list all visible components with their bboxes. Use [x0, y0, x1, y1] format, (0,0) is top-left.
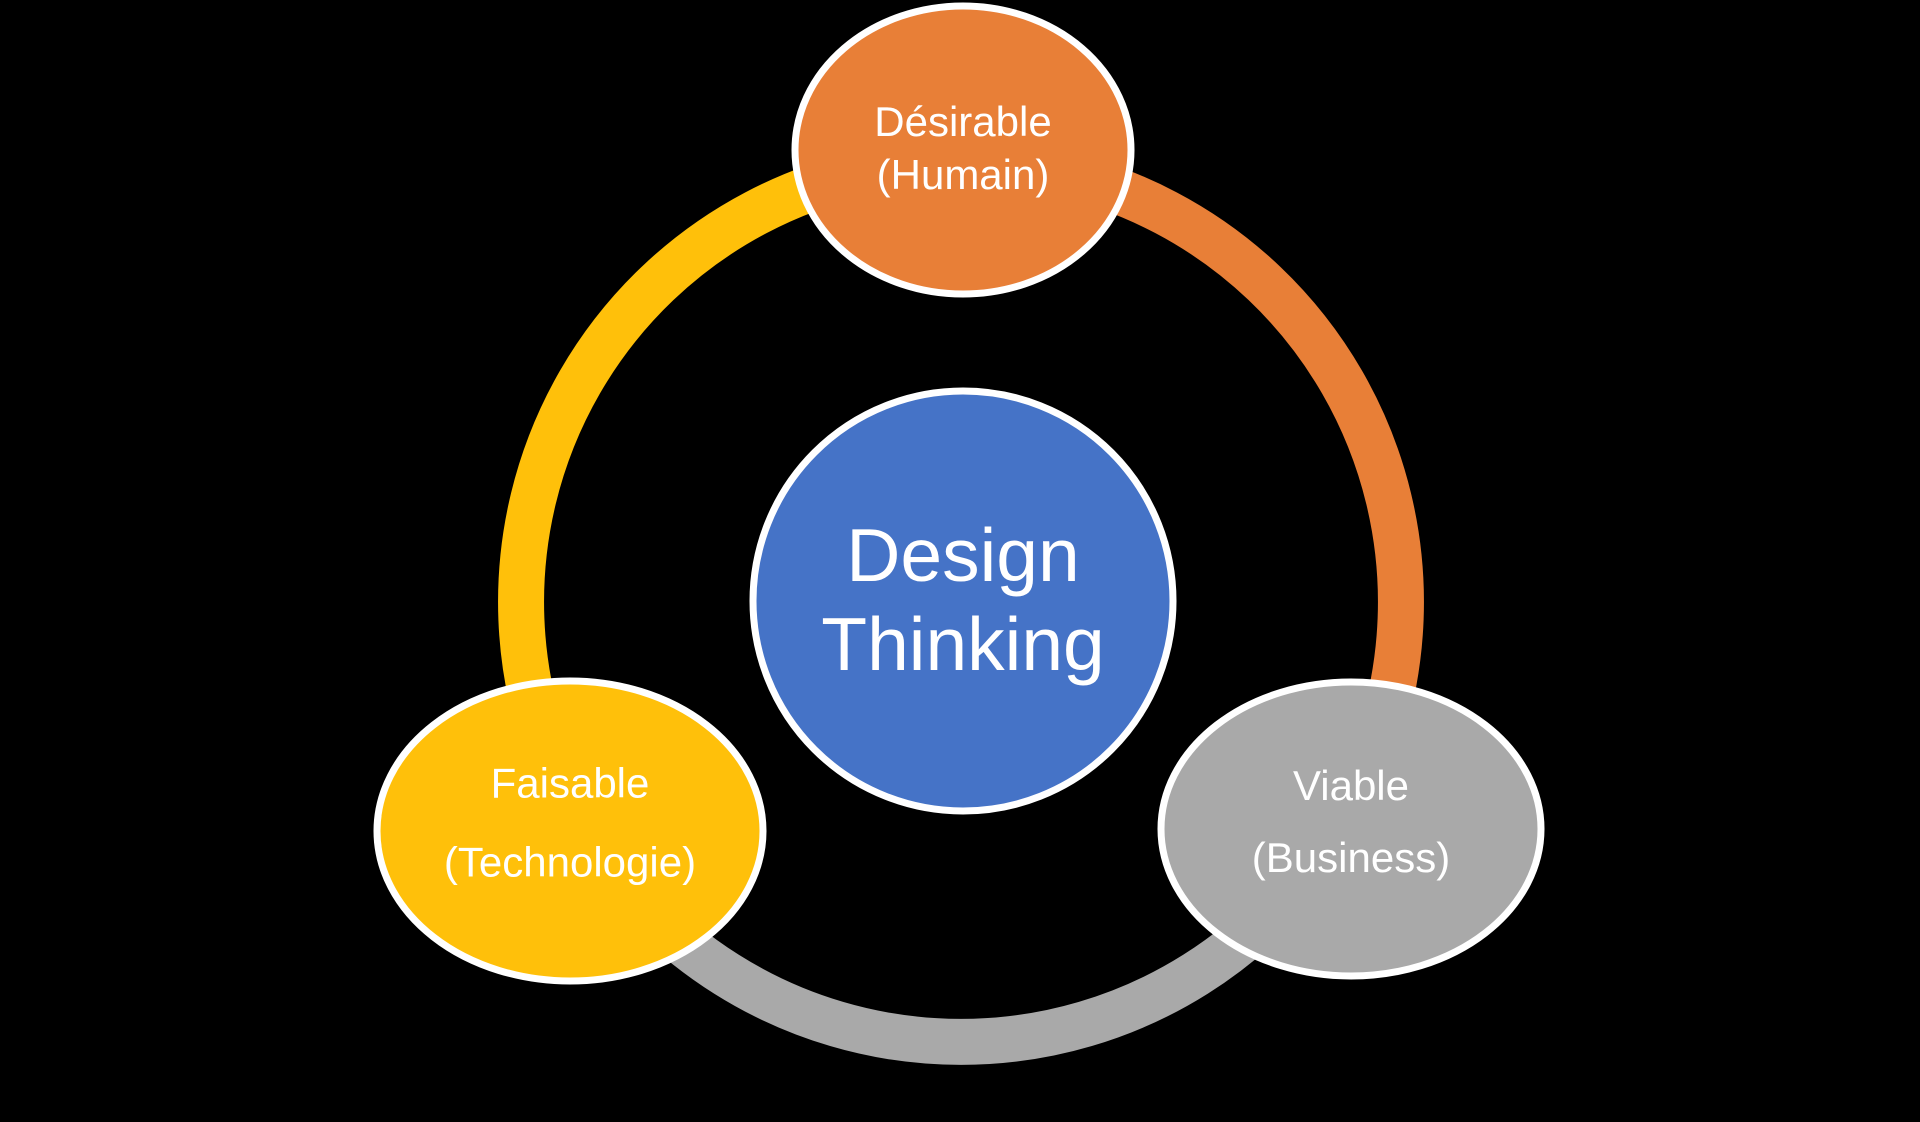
- node-viable-label: Viable (Business): [1252, 760, 1450, 884]
- node-desirable-circle: [791, 2, 1135, 298]
- center-label: Design Thinking: [821, 511, 1104, 689]
- node-desirable-label-line1: Désirable: [874, 98, 1052, 145]
- center-label-line1: Design: [846, 513, 1080, 597]
- node-viable-circle: [1157, 678, 1545, 980]
- center-circle: [749, 387, 1177, 815]
- node-viable-label-line1: Viable: [1293, 762, 1409, 809]
- node-desirable-label-line2: (Humain): [876, 151, 1050, 198]
- node-desirable-label: Désirable (Humain): [874, 95, 1051, 201]
- center-label-line2: Thinking: [821, 602, 1105, 686]
- node-viable-label-line2: (Business): [1251, 834, 1451, 881]
- node-faisable-label-line1: Faisable: [490, 759, 650, 807]
- node-faisable-label: Faisable (Technologie): [444, 758, 696, 889]
- node-faisable-circle: [373, 677, 767, 985]
- node-faisable-label-line2: (Technologie): [443, 838, 697, 886]
